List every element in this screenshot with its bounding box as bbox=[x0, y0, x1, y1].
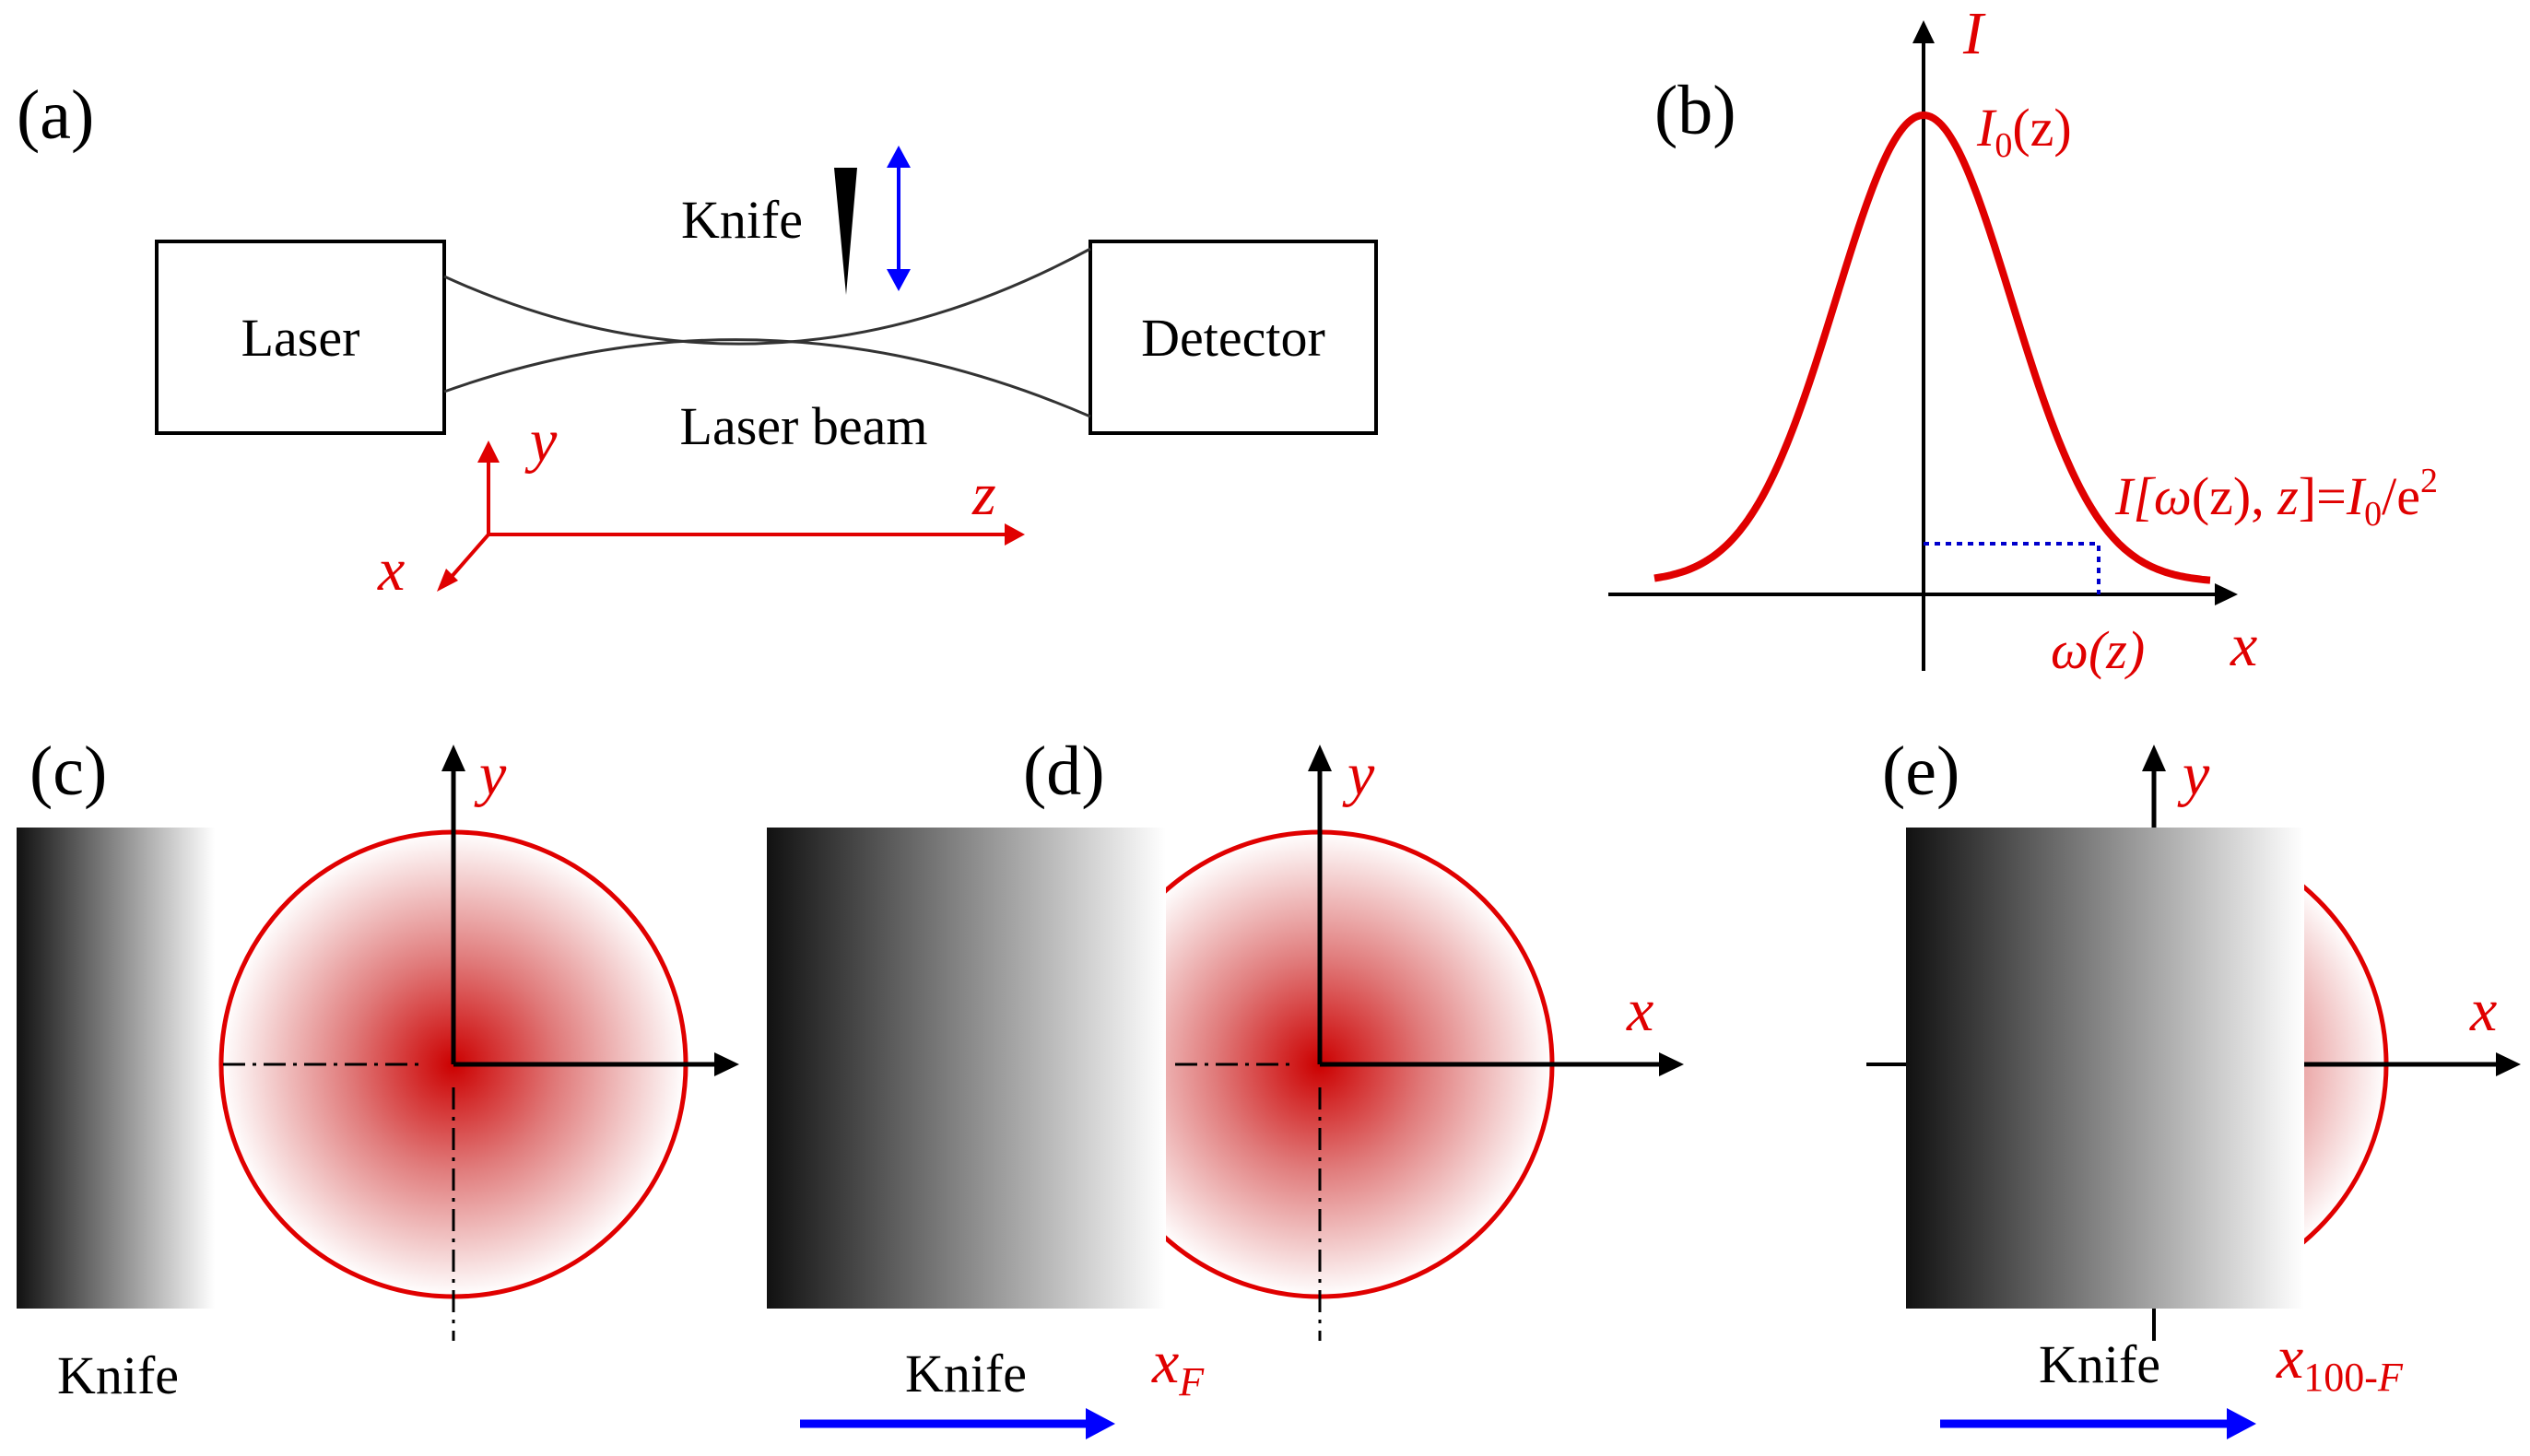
knife-label-a: Knife bbox=[681, 190, 803, 250]
axis-a-x-label: x bbox=[377, 536, 405, 604]
panel-b-label: (b) bbox=[1654, 72, 1736, 149]
panel-e-label: (e) bbox=[1882, 733, 1959, 810]
knife-block-c bbox=[17, 828, 215, 1309]
axis-d-x-arrowhead bbox=[1659, 1052, 1684, 1076]
axis-b-y-label: I bbox=[1962, 0, 1986, 67]
axis-c-x-arrowhead bbox=[714, 1052, 739, 1076]
gaussian-intensity-curve bbox=[1653, 111, 2211, 584]
panel-c: (c) y Knife bbox=[17, 733, 739, 1405]
knife-motion-arrow-e bbox=[1940, 1408, 2256, 1439]
panel-c-label: (c) bbox=[29, 733, 107, 810]
knife-label-c: Knife bbox=[57, 1345, 179, 1405]
detector-box-label: Detector bbox=[1141, 308, 1325, 368]
axis-d-y-label: y bbox=[1342, 741, 1375, 808]
waist-condition-label: I[ω(z), z]=I0/e2 bbox=[2114, 462, 2438, 534]
peak-intensity-label: I0(z) bbox=[1976, 98, 2072, 165]
laser-box bbox=[155, 240, 446, 435]
axis-e-y-label: y bbox=[2177, 741, 2210, 808]
detector-box bbox=[1088, 240, 1378, 435]
knife-label-e: Knife bbox=[2039, 1334, 2160, 1394]
axes-a: y z x bbox=[377, 407, 1025, 604]
knife-block-e bbox=[1906, 828, 2304, 1309]
knife-label-d: Knife bbox=[905, 1344, 1027, 1403]
waist-label: ω(z) bbox=[2051, 620, 2145, 680]
axis-d-y-arrowhead bbox=[1308, 745, 1332, 771]
beam-lower-edge bbox=[443, 338, 1091, 418]
axis-e-x-label: x bbox=[2469, 977, 2497, 1044]
panel-e: (e) y x Knife x100-F bbox=[1866, 733, 2521, 1439]
knife-position-label-d: xF bbox=[1151, 1329, 1205, 1404]
laser-beam-label: Laser beam bbox=[680, 396, 928, 456]
knife-motion-arrow-icon bbox=[887, 146, 911, 291]
axis-b-vertical-arrowhead bbox=[1912, 20, 1935, 43]
axis-c-y-arrowhead bbox=[441, 745, 465, 771]
axis-a-y-label: y bbox=[524, 407, 558, 475]
panel-a-label: (a) bbox=[17, 76, 94, 154]
axis-e-x-arrowhead bbox=[2496, 1052, 2521, 1076]
axis-c-y-label: y bbox=[474, 741, 507, 808]
panel-b: (b) I x I0(z) ω(z) I[ω(z), z]=I0/e2 bbox=[1608, 0, 2438, 680]
panel-a: (a) Laser Detector Knife Laser beam y z … bbox=[17, 76, 1378, 604]
axis-e-y-arrowhead bbox=[2142, 745, 2166, 771]
axis-a-z-label: z bbox=[971, 461, 996, 528]
panel-d-label: (d) bbox=[1023, 733, 1105, 810]
panel-d: (d) y x Knife xF bbox=[767, 733, 1684, 1439]
beam-upper-edge bbox=[443, 247, 1091, 346]
knife-motion-arrow-d bbox=[800, 1408, 1115, 1439]
axis-b-x-label: x bbox=[2230, 612, 2257, 679]
axis-b-horizontal-arrowhead bbox=[2215, 583, 2238, 605]
knife-block-d bbox=[767, 828, 1166, 1309]
waist-guide-dotted bbox=[1924, 542, 2100, 594]
laser-box-label: Laser bbox=[241, 308, 360, 368]
axis-d-x-label: x bbox=[1626, 977, 1653, 1044]
knife-position-label-e: x100-F bbox=[2276, 1324, 2404, 1400]
knife-blade-icon bbox=[834, 168, 857, 295]
